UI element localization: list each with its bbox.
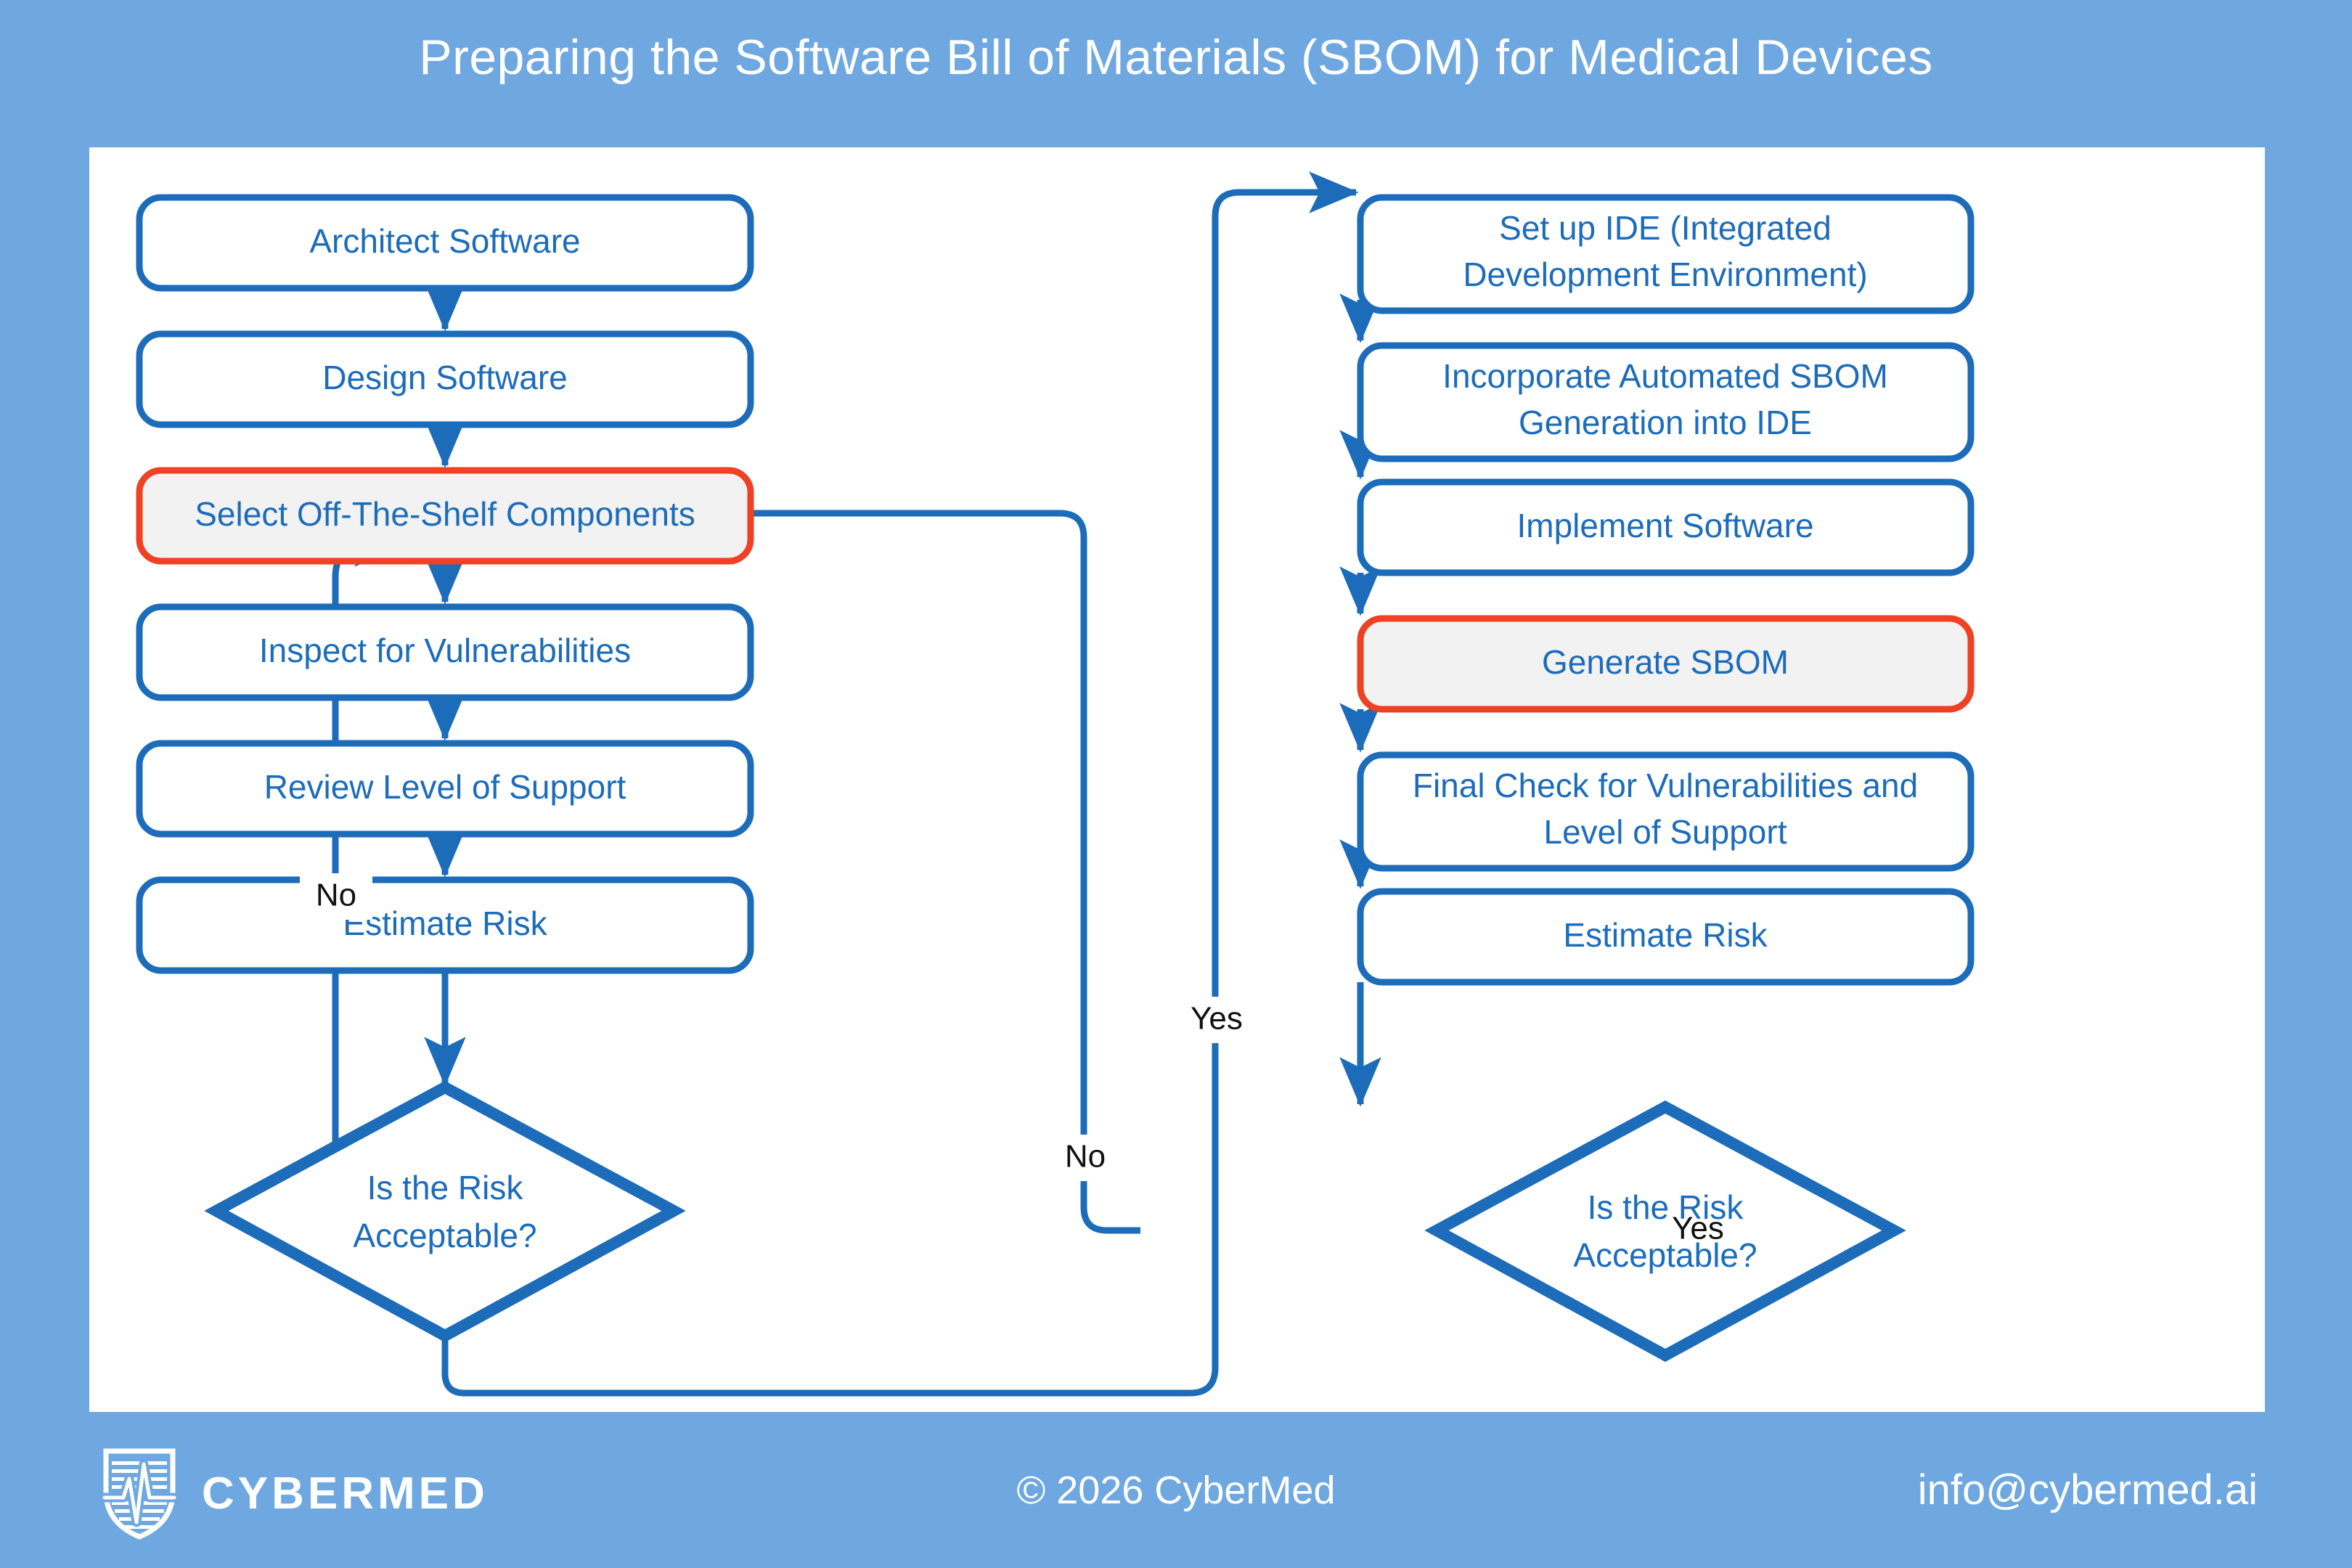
node-implement-software-label: Implement Software [1516, 507, 1813, 544]
node-incorporate-automated-sbom[interactable]: Incorporate Automated SBOM Generation in… [1357, 342, 1975, 462]
edge-label-group: No Yes No Yes [300, 873, 1724, 1246]
right-column-nodes: Set up IDE (Integrated Development Envir… [1357, 194, 1975, 1363]
edge-label-left-yes: Yes [1191, 1001, 1243, 1037]
node-incorporate-automated-sbom-box[interactable] [1357, 342, 1975, 462]
node-final-check-label-line1: Final Check for Vulnerabilities and [1413, 767, 1918, 804]
edge-label-right-yes: Yes [1672, 1211, 1724, 1246]
node-estimate-risk-left-label: Estimate Risk [343, 905, 547, 942]
edge-label-left-no-bg [300, 873, 372, 920]
edge-label-left-no: No [316, 878, 356, 913]
node-inspect-for-vulnerabilities-box[interactable] [136, 603, 754, 701]
node-generate-sbom-box[interactable] [1357, 615, 1975, 713]
edge-left-yes-to-setup-ide [441, 171, 1359, 1397]
node-review-level-of-support-label: Review Level of Support [264, 768, 626, 806]
node-final-check[interactable]: Final Check for Vulnerabilities and Leve… [1357, 751, 1975, 872]
node-design-software-box[interactable] [136, 330, 754, 428]
node-risk-decision-right-label-line2: Acceptable? [1573, 1236, 1757, 1274]
copyright-text: © 2026 CyberMed [1016, 1468, 1336, 1512]
node-final-check-label-line2: Level of Support [1543, 813, 1787, 851]
brand-logo: CYBERMED [102, 1447, 489, 1540]
edge-right-no-loopback [536, 492, 1140, 1234]
node-risk-decision-left-label-line2: Acceptable? [353, 1217, 536, 1254]
node-implement-software[interactable]: Implement Software [1357, 478, 1975, 576]
node-incorporate-automated-sbom-label-line1: Incorporate Automated SBOM [1442, 357, 1888, 395]
node-architect-software-label: Architect Software [309, 222, 580, 260]
edge-label-right-no-bg [1049, 1135, 1122, 1181]
edge-label-right-no: No [1065, 1139, 1106, 1175]
node-select-off-the-shelf-components-label: Select Off-The-Shelf Components [195, 495, 695, 533]
node-select-off-the-shelf-components-box[interactable] [136, 467, 754, 565]
node-risk-decision-right[interactable]: Is the Risk Acceptable? [1424, 1100, 1906, 1363]
flowchart-svg: Architect Software Design Software Selec… [136, 171, 1975, 1397]
node-architect-software-box[interactable] [136, 194, 754, 292]
node-setup-ide-box[interactable] [1357, 194, 1975, 314]
node-estimate-risk-right-box[interactable] [1357, 888, 1975, 986]
node-design-software[interactable]: Design Software [136, 330, 754, 428]
node-review-level-of-support[interactable]: Review Level of Support [136, 740, 754, 838]
left-column-nodes: Architect Software Design Software Selec… [136, 194, 754, 1343]
node-risk-decision-right-diamond[interactable] [1424, 1100, 1906, 1363]
node-risk-decision-left-label-line1: Is the Risk [367, 1169, 524, 1206]
node-estimate-risk-right[interactable]: Estimate Risk [1357, 888, 1975, 986]
node-inspect-for-vulnerabilities-label: Inspect for Vulnerabilities [259, 632, 631, 669]
brand-name: CYBERMED [202, 1468, 489, 1519]
node-risk-decision-left[interactable]: Is the Risk Acceptable? [204, 1080, 686, 1343]
node-incorporate-automated-sbom-label-line2: Generation into IDE [1519, 404, 1812, 441]
shield-ekg-icon [102, 1448, 177, 1540]
node-select-off-the-shelf-components[interactable]: Select Off-The-Shelf Components [136, 467, 754, 565]
node-review-level-of-support-box[interactable] [136, 740, 754, 838]
page-footer: CYBERMED © 2026 CyberMed info@cybermed.a… [0, 1412, 2352, 1568]
edge-label-left-yes-bg [1174, 997, 1259, 1043]
node-inspect-for-vulnerabilities[interactable]: Inspect for Vulnerabilities [136, 603, 754, 701]
node-generate-sbom[interactable]: Generate SBOM [1357, 615, 1975, 713]
node-estimate-risk-left[interactable]: Estimate Risk [136, 876, 754, 974]
node-risk-decision-left-diamond[interactable] [204, 1080, 686, 1343]
page-title: Preparing the Software Bill of Materials… [419, 30, 1933, 85]
node-setup-ide-label-line2: Development Environment) [1463, 256, 1867, 293]
node-architect-software[interactable]: Architect Software [136, 194, 754, 292]
node-final-check-box[interactable] [1357, 751, 1975, 872]
ekg-line [102, 1462, 176, 1524]
node-setup-ide-label-line1: Set up IDE (Integrated [1499, 209, 1832, 247]
node-generate-sbom-label: Generate SBOM [1542, 643, 1789, 681]
contact-email[interactable]: info@cybermed.ai [1917, 1466, 2258, 1514]
node-risk-decision-right-label-line1: Is the Risk [1588, 1188, 1744, 1226]
node-setup-ide[interactable]: Set up IDE (Integrated Development Envir… [1357, 194, 1975, 314]
diagram-canvas: Architect Software Design Software Selec… [89, 147, 2265, 1412]
node-estimate-risk-right-label: Estimate Risk [1563, 916, 1768, 954]
node-implement-software-box[interactable] [1357, 478, 1975, 576]
node-estimate-risk-left-box[interactable] [136, 876, 754, 974]
node-design-software-label: Design Software [322, 359, 568, 396]
